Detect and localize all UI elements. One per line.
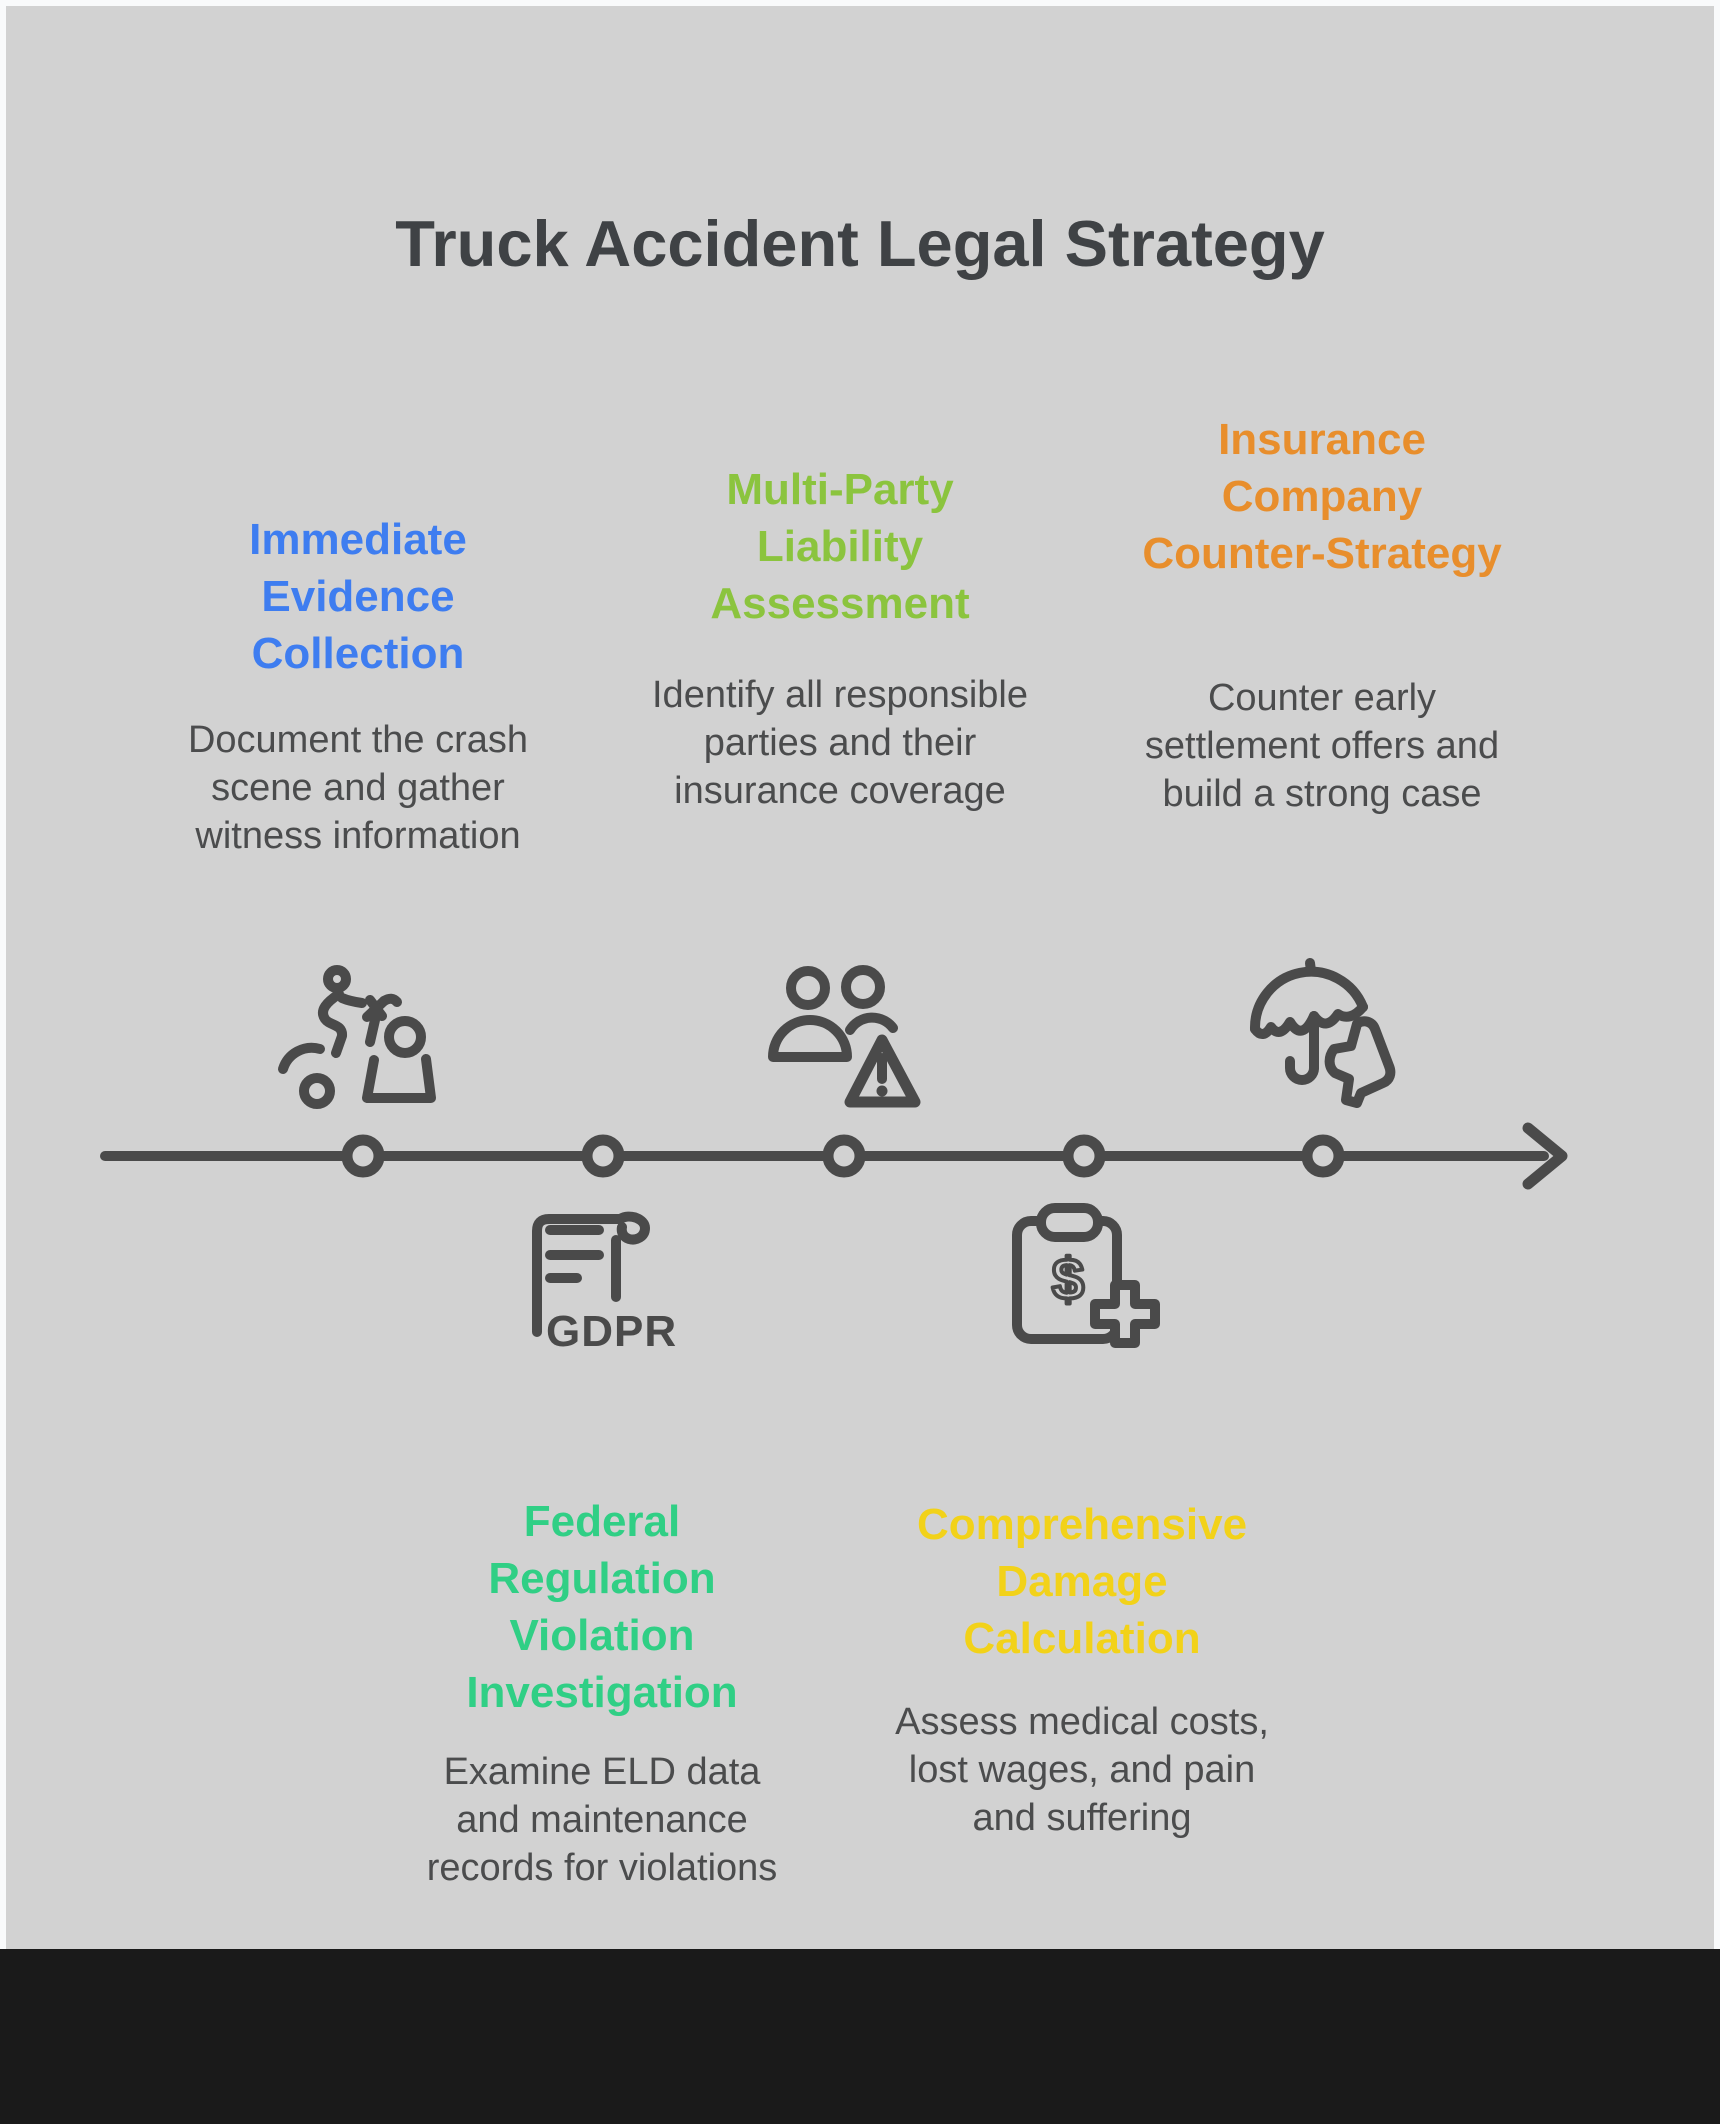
step-block-1: Immediate Evidence Collection Document t… bbox=[168, 511, 548, 857]
timeline-node-2 bbox=[581, 1134, 625, 1178]
step-heading-3: Insurance Company Counter-Strategy bbox=[1142, 415, 1502, 578]
step-heading-5: Comprehensive Damage Calculation bbox=[916, 1500, 1248, 1663]
step-description-1: Document the crash scene and gather witn… bbox=[187, 719, 529, 857]
step-block-3: Insurance Company Counter-Strategy Count… bbox=[1132, 411, 1512, 815]
timeline-arrowhead bbox=[1522, 1122, 1568, 1190]
clipboard-cost-icon: $ bbox=[1012, 1203, 1160, 1348]
step-description-2: Identify all responsible parties and the… bbox=[652, 674, 1028, 812]
gdpr-scroll-icon: GDPR bbox=[532, 1211, 677, 1356]
step-block-2: Multi-Party Liability Assessment Identif… bbox=[650, 461, 1030, 812]
timeline-node-3 bbox=[822, 1134, 866, 1178]
people-warning-icon bbox=[768, 965, 921, 1108]
umbrella-thumbs-down-icon bbox=[1249, 958, 1396, 1108]
dollar-sign: $ bbox=[1052, 1247, 1084, 1312]
step-block-5: Comprehensive Damage Calculation Assess … bbox=[892, 1496, 1272, 1839]
step-heading-4: Federal Regulation Violation Investigati… bbox=[466, 1497, 738, 1717]
timeline-node-4 bbox=[1062, 1134, 1106, 1178]
gdpr-label: GDPR bbox=[546, 1307, 677, 1356]
canvas: Truck Accident Legal Strategy Immediate … bbox=[6, 6, 1714, 1949]
step-block-4: Federal Regulation Violation Investigati… bbox=[412, 1493, 792, 1889]
footer-bar bbox=[0, 1949, 1720, 2124]
step-heading-2: Multi-Party Liability Assessment bbox=[710, 465, 970, 628]
step-description-4: Examine ELD data and maintenance records… bbox=[426, 1751, 778, 1889]
timeline-node-1 bbox=[341, 1134, 385, 1178]
motorcycle-accident-icon bbox=[278, 965, 436, 1109]
timeline-node-5 bbox=[1301, 1134, 1345, 1178]
page-title: Truck Accident Legal Strategy bbox=[395, 207, 1325, 280]
step-heading-1: Immediate Evidence Collection bbox=[249, 515, 467, 678]
step-description-3: Counter early settlement offers and buil… bbox=[1144, 677, 1500, 815]
step-description-5: Assess medical costs, lost wages, and pa… bbox=[895, 1701, 1269, 1839]
